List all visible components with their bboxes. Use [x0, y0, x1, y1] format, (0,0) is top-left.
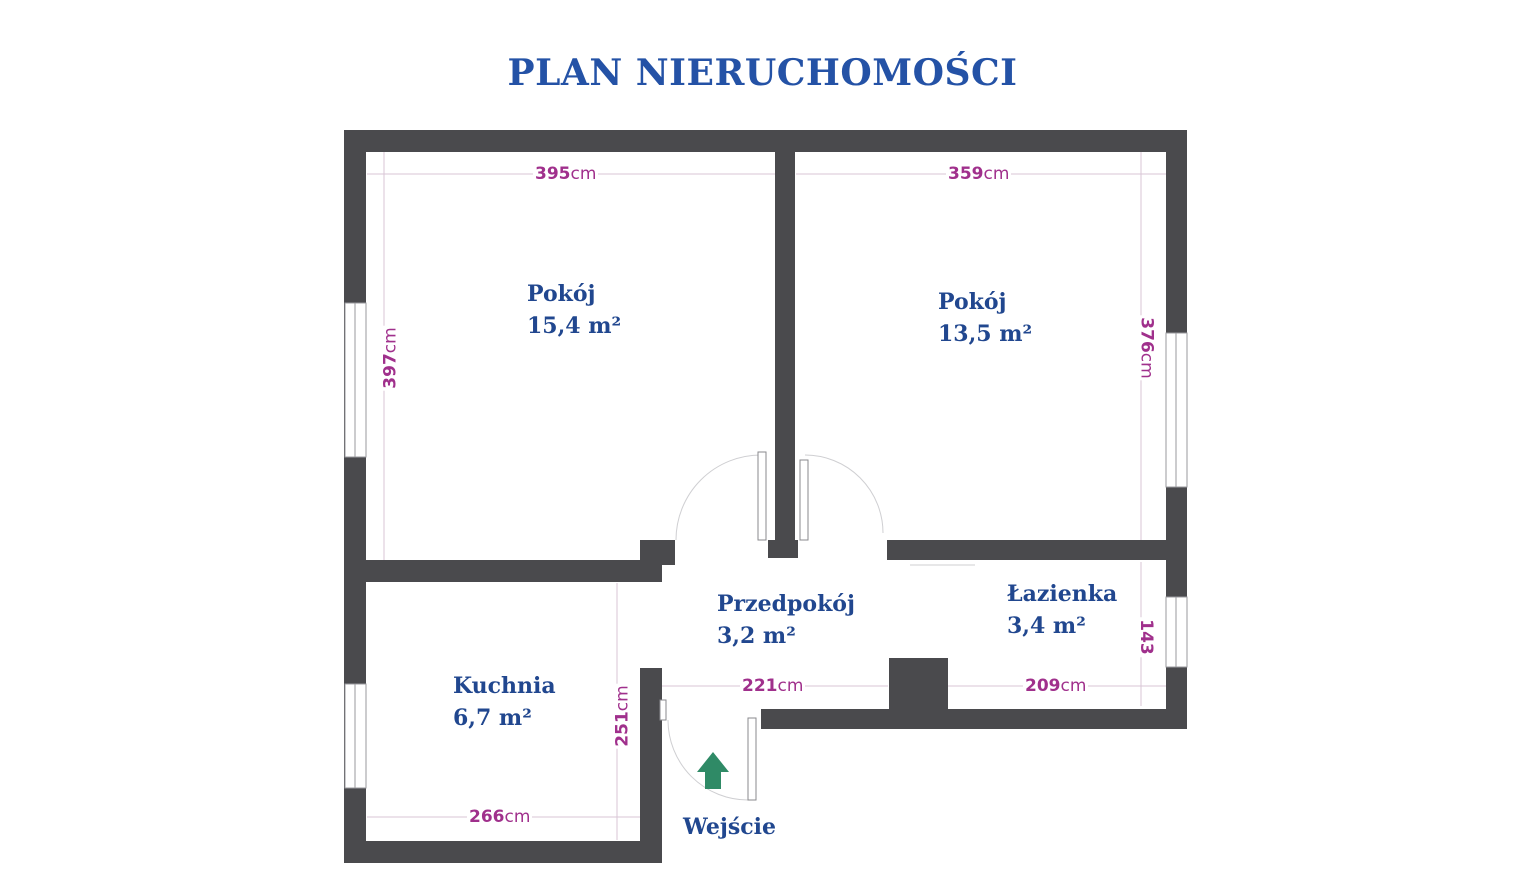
room-label-pokoj-1: Pokój 15,4 m² [527, 281, 622, 339]
dimension-lazienka-width: 209cm [1023, 676, 1089, 696]
room-label-przedpokoj: Przedpokój 3,2 m² [717, 591, 855, 649]
door-leaves [659, 451, 809, 801]
dimension-pokoj1-width: 395cm [533, 164, 599, 184]
room-label-kuchnia: Kuchnia 6,7 m² [453, 673, 556, 731]
windows [344, 302, 1188, 789]
page-title: PLAN NIERUCHOMOŚCI [507, 52, 1018, 94]
room-label-pokoj-2: Pokój 13,5 m² [938, 289, 1033, 347]
dimension-pokoj2-height: 376cm [1136, 315, 1157, 381]
dimension-pokoj1-height: 397cm [380, 325, 401, 391]
room-label-lazienka: Łazienka 3,4 m² [1007, 581, 1118, 639]
entrance-label: Wejście [683, 814, 777, 840]
dimension-przedpokoj-width: 221cm [740, 676, 806, 696]
door-swings [667, 454, 975, 801]
entrance-arrow-icon [697, 752, 729, 789]
dimension-lazienka-height: 143 [1135, 617, 1156, 657]
dimension-pokoj2-width: 359cm [946, 164, 1012, 184]
dimension-kuchnia-width: 266cm [467, 807, 533, 827]
dimension-kuchnia-height: 251cm [612, 683, 633, 749]
